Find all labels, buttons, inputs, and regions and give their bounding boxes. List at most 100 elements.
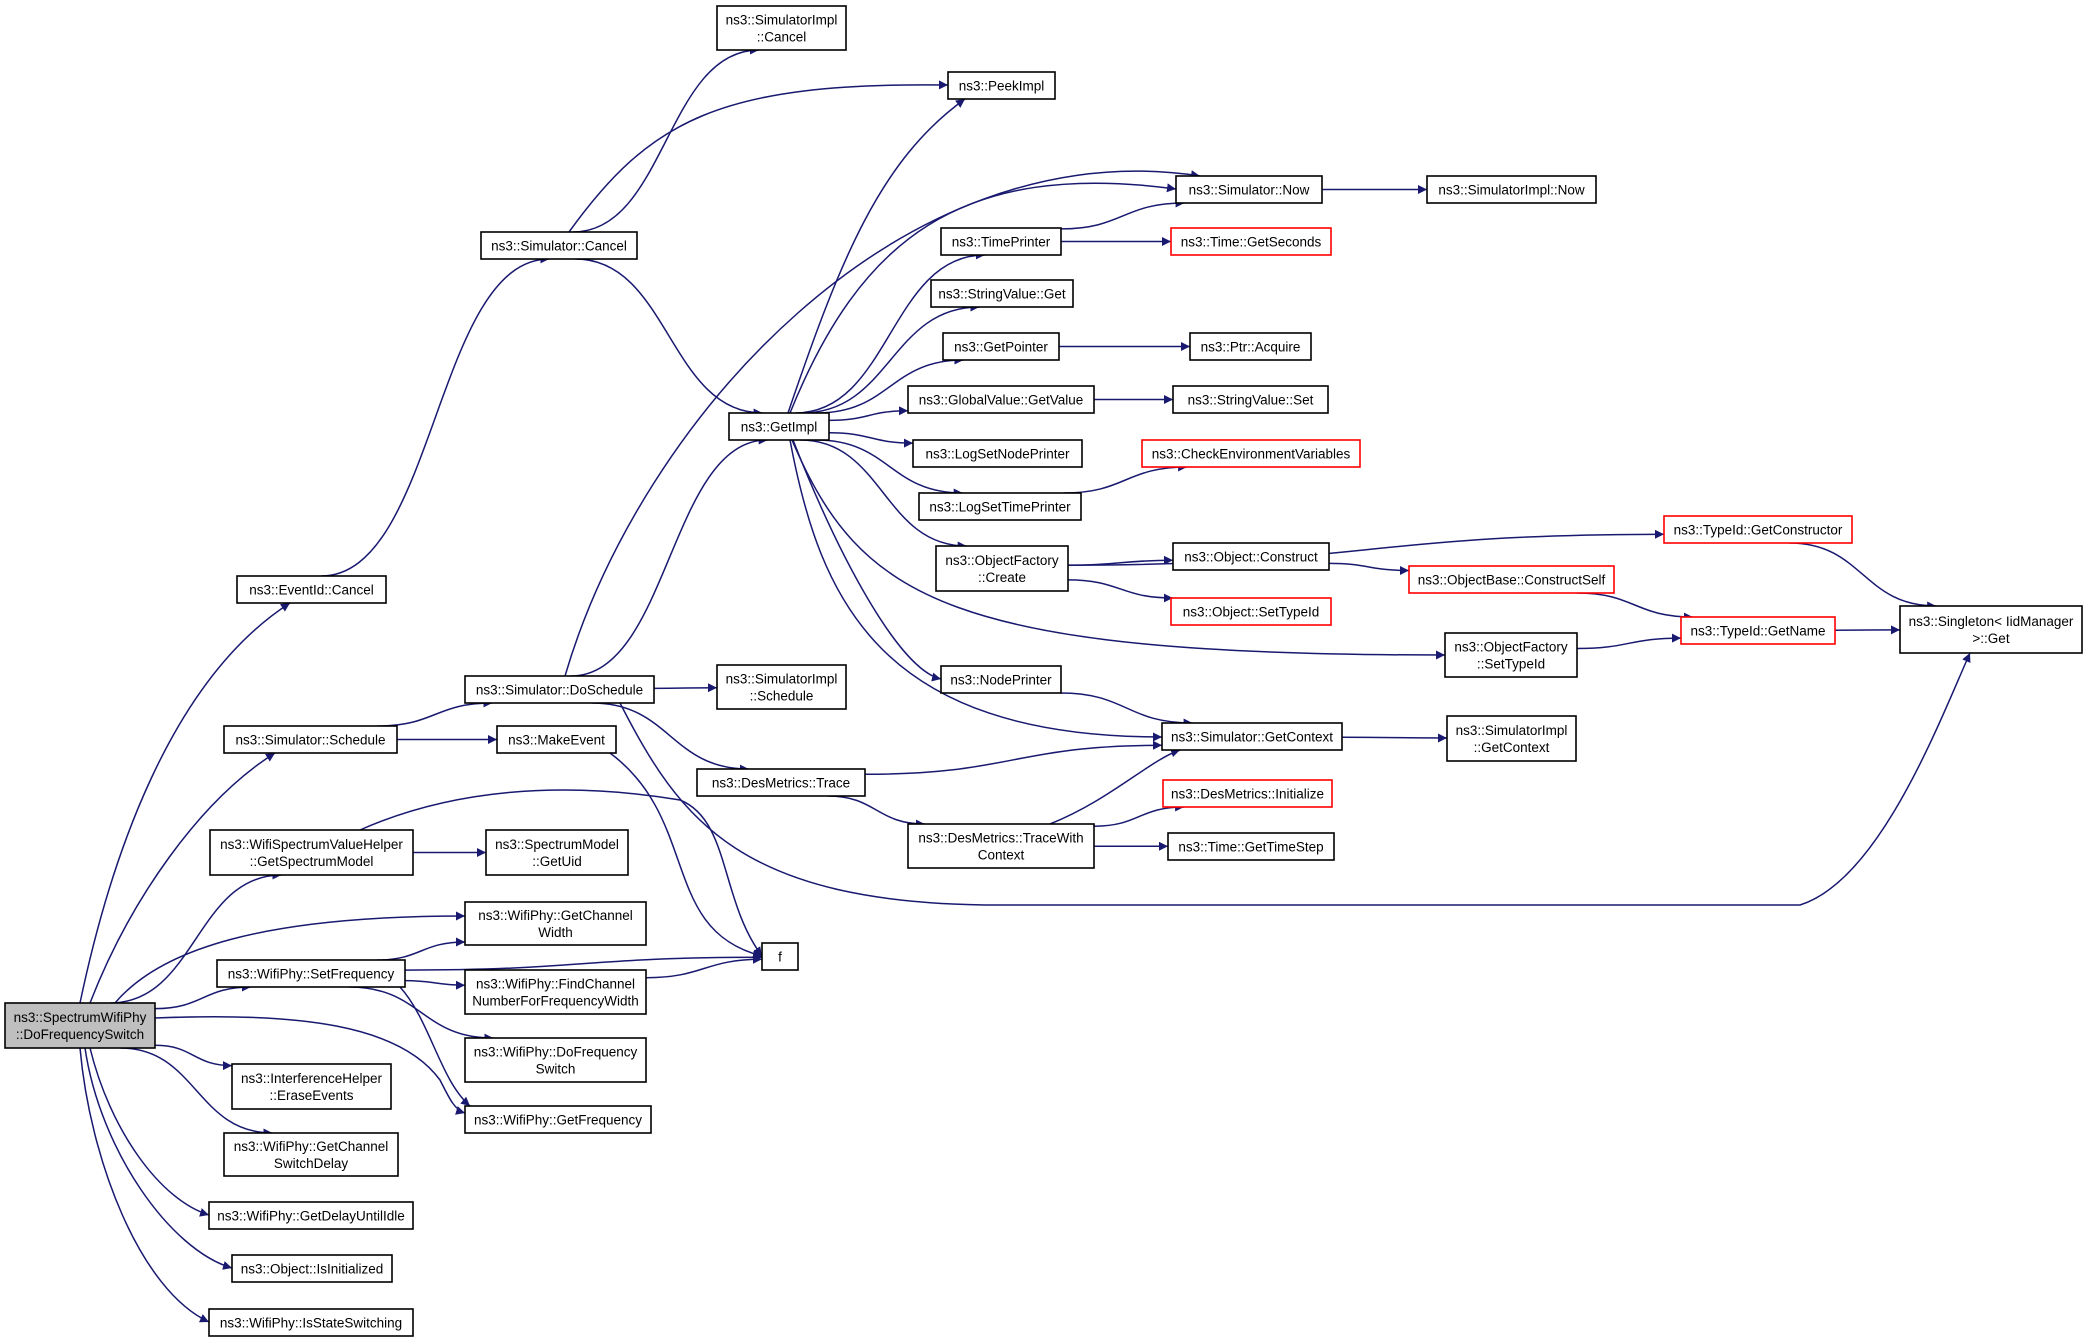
node-label: ns3::LogSetNodePrinter — [925, 447, 1070, 462]
node-timeprinter[interactable]: ns3::TimePrinter — [940, 227, 1062, 256]
node-objectbase_constructself[interactable]: ns3::ObjectBase::ConstructSelf — [1408, 565, 1615, 594]
node-checkenv[interactable]: ns3::CheckEnvironmentVariables — [1141, 439, 1361, 468]
node-objfactory_settypeid[interactable]: ns3::ObjectFactory::SetTypeId — [1444, 632, 1578, 678]
node-box — [236, 575, 387, 604]
node-interference_eraseevents[interactable]: ns3::InterferenceHelper::EraseEvents — [231, 1063, 392, 1110]
edge-root-to-wifiphy_isstateswitching — [79, 1047, 210, 1323]
node-getimpl[interactable]: ns3::GetImpl — [728, 412, 830, 441]
node-label: ns3::Object::IsInitialized — [241, 1262, 384, 1277]
node-label: ns3::Simulator::DoSchedule — [476, 683, 643, 698]
node-label: ns3::InterferenceHelper — [241, 1071, 383, 1086]
node-label: ns3::StringValue::Get — [938, 287, 1066, 302]
node-label: ns3::WifiPhy::GetChannel — [234, 1139, 389, 1154]
node-wifiphy_isstateswitching[interactable]: ns3::WifiPhy::IsStateSwitching — [208, 1308, 414, 1337]
edge-root-to-wifiphy_getchannelswitchdelay — [120, 1047, 273, 1138]
node-wifiphy_findchannel[interactable]: ns3::WifiPhy::FindChannelNumberForFreque… — [464, 969, 647, 1015]
node-globalvalue_getvalue[interactable]: ns3::GlobalValue::GetValue — [907, 385, 1095, 414]
node-singleton_get[interactable]: ns3::Singleton< IidManager >::Get — [1899, 605, 2083, 654]
node-object_isinitialized[interactable]: ns3::Object::IsInitialized — [231, 1254, 393, 1283]
node-label: NumberForFrequencyWidth — [472, 994, 639, 1009]
edge-sim_doschedule-to-simimpl_schedule — [653, 683, 718, 693]
edge-getimpl-to-logsettimeprinter — [816, 439, 963, 498]
node-wifiphy_dofrequencyswitch[interactable]: ns3::WifiPhy::DoFrequencySwitch — [464, 1037, 647, 1083]
node-label: ns3::StringValue::Set — [1188, 393, 1314, 408]
node-root[interactable]: ns3::SpectrumWifiPhy::DoFrequencySwitch — [4, 1002, 156, 1049]
edge-getimpl-to-globalvalue_getvalue — [828, 406, 909, 422]
node-wifiphy_getdelayuntilidle[interactable]: ns3::WifiPhy::GetDelayUntilIdle — [208, 1201, 414, 1230]
node-logsetnodeprinter[interactable]: ns3::LogSetNodePrinter — [912, 439, 1083, 468]
node-label: ns3::MakeEvent — [508, 733, 605, 748]
edge-getimpl-to-stringvalue_get — [801, 302, 980, 414]
node-label: ns3::WifiPhy::DoFrequency — [474, 1045, 638, 1060]
node-spectrummodel_getuid[interactable]: ns3::SpectrumModel::GetUid — [485, 829, 629, 876]
node-box — [1170, 227, 1332, 256]
node-label: ns3::DesMetrics::Trace — [712, 776, 850, 791]
node-label: ns3::SimulatorImpl — [726, 672, 838, 687]
node-sim_schedule[interactable]: ns3::Simulator::Schedule — [223, 725, 398, 754]
node-label: ns3::ObjectFactory — [1454, 640, 1568, 655]
node-label: ::DoFrequencySwitch — [16, 1027, 144, 1042]
node-desmetrics_initialize[interactable]: ns3::DesMetrics::Initialize — [1162, 779, 1333, 808]
node-box — [1161, 722, 1343, 751]
node-simimpl_getcontext[interactable]: ns3::SimulatorImpl::GetContext — [1446, 715, 1577, 762]
node-makeevent[interactable]: ns3::MakeEvent — [496, 725, 617, 754]
node-getpointer[interactable]: ns3::GetPointer — [942, 332, 1060, 361]
edge-sim_doschedule-to-sim_now — [564, 170, 1201, 677]
node-wifiphy_getfrequency[interactable]: ns3::WifiPhy::GetFrequency — [464, 1105, 652, 1134]
node-label: ns3::GlobalValue::GetValue — [919, 393, 1084, 408]
edge-getimpl-to-getpointer — [816, 355, 964, 414]
node-simimpl_schedule[interactable]: ns3::SimulatorImpl::Schedule — [716, 664, 847, 710]
node-sim_getcontext[interactable]: ns3::Simulator::GetContext — [1161, 722, 1343, 751]
node-ptr_acquire[interactable]: ns3::Ptr::Acquire — [1189, 332, 1312, 361]
node-sim_now[interactable]: ns3::Simulator::Now — [1175, 175, 1323, 204]
node-time_getseconds[interactable]: ns3::Time::GetSeconds — [1170, 227, 1332, 256]
edge-sim_cancel-to-getimpl — [575, 258, 763, 418]
node-simimpl_now[interactable]: ns3::SimulatorImpl::Now — [1426, 175, 1597, 204]
edge-getimpl-to-objfactory_create — [800, 439, 967, 551]
node-box — [912, 439, 1083, 468]
node-box — [1680, 616, 1836, 645]
node-label: ns3::CheckEnvironmentVariables — [1152, 447, 1351, 462]
edges — [79, 45, 1971, 1323]
node-typeid_getname[interactable]: ns3::TypeId::GetName — [1680, 616, 1836, 645]
edge-sim_doschedule-to-singleton_get — [619, 652, 1971, 906]
edge-objfactory_settypeid-to-typeid_getname — [1576, 633, 1682, 650]
node-peekimpl[interactable]: ns3::PeekImpl — [947, 71, 1056, 100]
node-object_settypeid[interactable]: ns3::Object::SetTypeId — [1170, 597, 1332, 626]
node-box — [696, 768, 866, 797]
node-eventid_cancel[interactable]: ns3::EventId::Cancel — [236, 575, 387, 604]
node-sim_cancel[interactable]: ns3::Simulator::Cancel — [480, 231, 638, 260]
node-object_construct[interactable]: ns3::Object::Construct — [1172, 542, 1330, 571]
node-objfactory_create[interactable]: ns3::ObjectFactory::Create — [935, 545, 1069, 592]
node-wifiphy_setfrequency[interactable]: ns3::WifiPhy::SetFrequency — [216, 959, 406, 988]
node-wsvh_getspectrummodel[interactable]: ns3::WifiSpectrumValueHelper::GetSpectru… — [209, 829, 414, 876]
node-typeid_getconstructor[interactable]: ns3::TypeId::GetConstructor — [1663, 515, 1853, 544]
node-box — [1444, 632, 1578, 678]
node-label: ns3::TypeId::GetName — [1690, 624, 1825, 639]
node-sim_doschedule[interactable]: ns3::Simulator::DoSchedule — [464, 675, 655, 704]
node-box — [728, 412, 830, 441]
node-f[interactable]: f — [761, 942, 799, 971]
node-label: ns3::WifiPhy::GetFrequency — [474, 1113, 642, 1128]
node-box — [907, 823, 1095, 869]
node-box — [485, 829, 629, 876]
node-stringvalue_get[interactable]: ns3::StringValue::Get — [930, 279, 1074, 308]
node-label: ns3::GetPointer — [954, 340, 1048, 355]
node-label: ns3::Simulator::Cancel — [491, 239, 627, 254]
node-stringvalue_set[interactable]: ns3::StringValue::Set — [1172, 385, 1329, 414]
edge-sim_cancel-to-peekimpl — [568, 80, 949, 233]
node-label: ns3::LogSetTimePrinter — [929, 500, 1071, 515]
node-label: ns3::Time::GetSeconds — [1181, 235, 1322, 250]
node-label: ns3::Simulator::GetContext — [1171, 730, 1333, 745]
node-box — [1162, 779, 1333, 808]
node-simimpl_cancel[interactable]: ns3::SimulatorImpl::Cancel — [716, 5, 847, 51]
node-desmetrics_trace[interactable]: ns3::DesMetrics::Trace — [696, 768, 866, 797]
node-nodeprinter[interactable]: ns3::NodePrinter — [940, 665, 1062, 694]
node-logsettimeprinter[interactable]: ns3::LogSetTimePrinter — [918, 492, 1082, 521]
node-box — [209, 829, 414, 876]
node-box — [464, 969, 647, 1015]
node-time_gettimestep[interactable]: ns3::Time::GetTimeStep — [1167, 832, 1335, 861]
